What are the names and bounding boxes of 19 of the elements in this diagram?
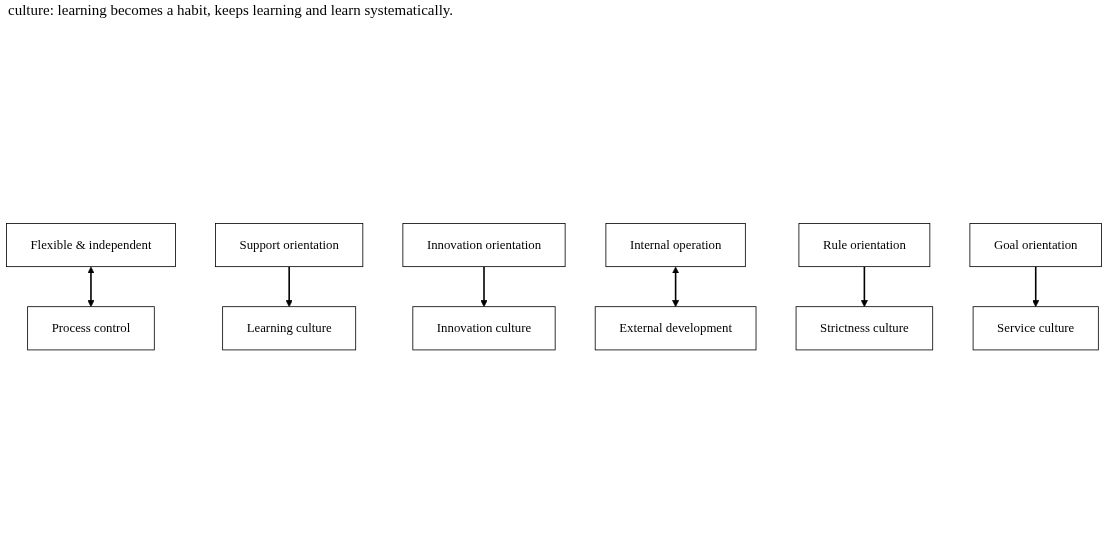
arrow [672, 266, 680, 308]
node-box: Support orientation [215, 223, 364, 268]
node-box: Innovation culture [412, 306, 556, 351]
arrow [860, 266, 868, 308]
arrow [1032, 266, 1040, 308]
node-box: Strictness culture [795, 306, 934, 351]
node-box: Service culture [972, 306, 1099, 351]
node-box: Learning culture [222, 306, 357, 351]
node-box: Rule orientation [798, 223, 931, 268]
node-box: Internal operation [605, 223, 746, 268]
node-box: Goal orientation [969, 223, 1102, 268]
node-box: External development [594, 306, 757, 351]
node-box: Innovation orientation [402, 223, 566, 268]
note-text: culture: learning becomes a habit, keeps learning and learn systematically. [8, 2, 454, 18]
node-box: Flexible & independent [6, 223, 176, 268]
arrow [480, 266, 488, 308]
arrow [285, 266, 293, 308]
node-box: Process control [27, 306, 155, 351]
arrow [87, 266, 95, 308]
